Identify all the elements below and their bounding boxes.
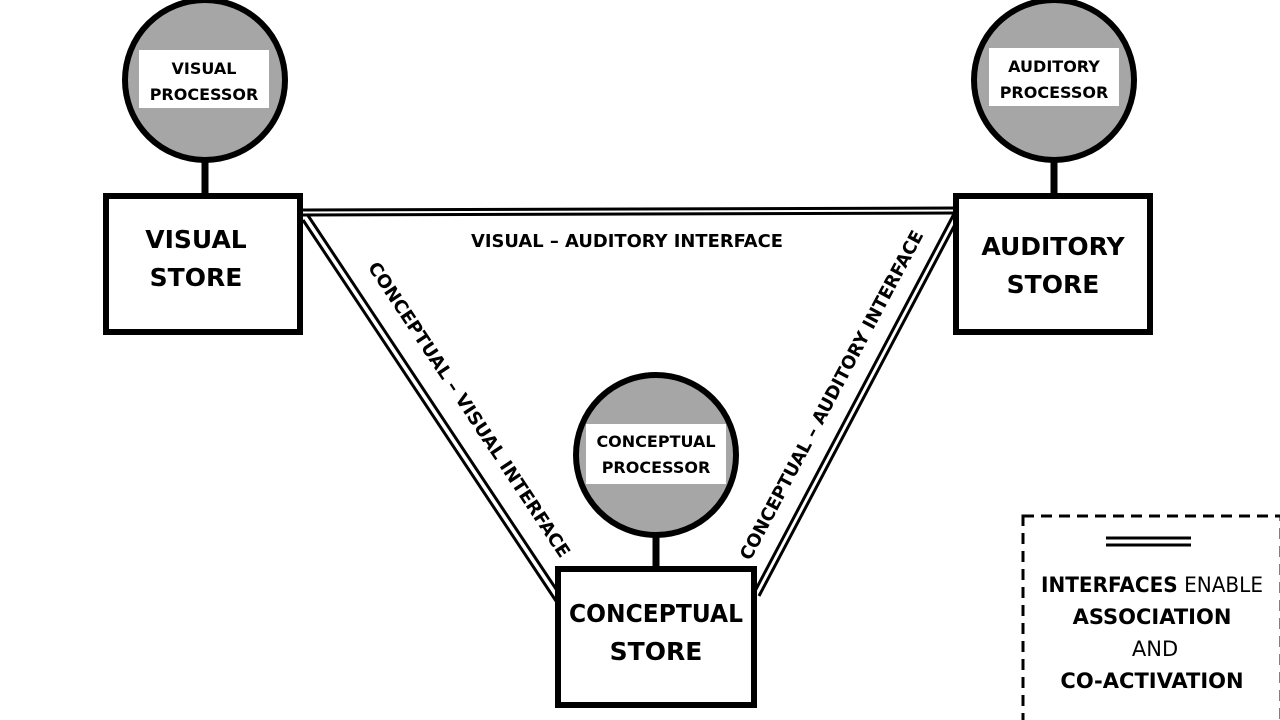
visual-store-box	[103, 193, 303, 335]
auditory-processor-label-box	[989, 48, 1119, 106]
visual-processor-label-box	[139, 50, 269, 108]
conceptual-auditory-interface-label: CONCEPTUAL – AUDITORY INTERFACE	[736, 227, 928, 564]
interface-conceptual-auditory	[752, 211, 962, 597]
legend-line2: ASSOCIATION	[1073, 605, 1232, 629]
conceptual-store-label-line2: STORE	[610, 637, 703, 666]
conceptual-processor-label-line1: CONCEPTUAL	[596, 432, 715, 451]
visual-auditory-interface-label: VISUAL – AUDITORY INTERFACE	[471, 231, 783, 252]
auditory-store-label-line1: AUDITORY	[981, 232, 1125, 261]
visual-store-label-line2: STORE	[150, 263, 243, 292]
auditory-store-label-line2: STORE	[1007, 270, 1100, 299]
legend-box	[1021, 514, 1280, 720]
interface-visual-auditory	[302, 206, 959, 217]
auditory-store-box	[953, 193, 1153, 335]
legend-line4: CO-ACTIVATION	[1060, 669, 1243, 693]
legend-line1-bold: INTERFACES	[1041, 573, 1178, 597]
legend-line3: AND	[1132, 637, 1178, 661]
auditory-processor-label-line2: PROCESSOR	[1000, 83, 1109, 102]
visual-store-label-line1: VISUAL	[145, 225, 247, 254]
conceptual-processor-label-box	[586, 424, 726, 484]
legend: INTERFACES ENABLE ASSOCIATION AND CO-ACT…	[1021, 514, 1280, 720]
conceptual-processor-label-line2: PROCESSOR	[602, 458, 711, 477]
conceptual-visual-interface-label: CONCEPTUAL – VISUAL INTERFACE	[363, 258, 574, 561]
conceptual-store-box	[555, 566, 757, 708]
visual-processor-label-line2: PROCESSOR	[150, 85, 259, 104]
conceptual-store-label-line1: CONCEPTUAL	[569, 599, 743, 628]
legend-line1: INTERFACES ENABLE	[1041, 573, 1263, 597]
auditory-processor-label-line1: AUDITORY	[1008, 57, 1100, 76]
visual-processor-label-line1: VISUAL	[172, 59, 237, 78]
legend-line1-rest: ENABLE	[1178, 573, 1263, 597]
interface-conceptual-visual	[301, 213, 562, 602]
